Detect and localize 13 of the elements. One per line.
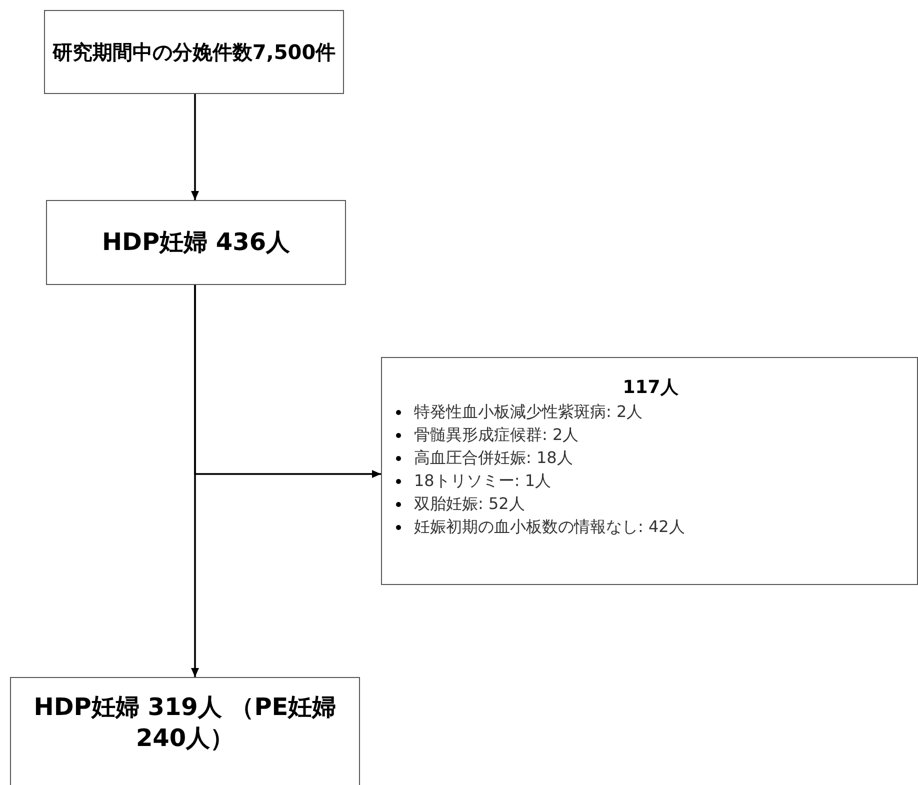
arrow	[191, 94, 199, 200]
list-item-text: 特発性血小板減少性紫斑病: 2人	[414, 402, 643, 421]
list-item-text: 妊娠初期の血小板数の情報なし: 42人	[414, 517, 685, 536]
list-item-text: 双胎妊娠: 52人	[414, 494, 525, 513]
result-box: HDP妊婦 319人 （PE妊婦 240人）	[10, 677, 360, 785]
exclusion-box	[381, 357, 918, 585]
process-box: 研究期間中の分娩件数7,500件	[44, 10, 344, 94]
list-item-text: 高血圧合併妊娠: 18人	[414, 448, 573, 467]
heading: 117人	[622, 376, 680, 400]
list-item-text: 骨髄異形成症候群: 2人	[414, 425, 579, 444]
arrow	[194, 285, 381, 478]
list-item-text: 18トリソミー: 1人	[414, 471, 552, 490]
process-box: HDP妊婦 436人	[46, 200, 346, 285]
